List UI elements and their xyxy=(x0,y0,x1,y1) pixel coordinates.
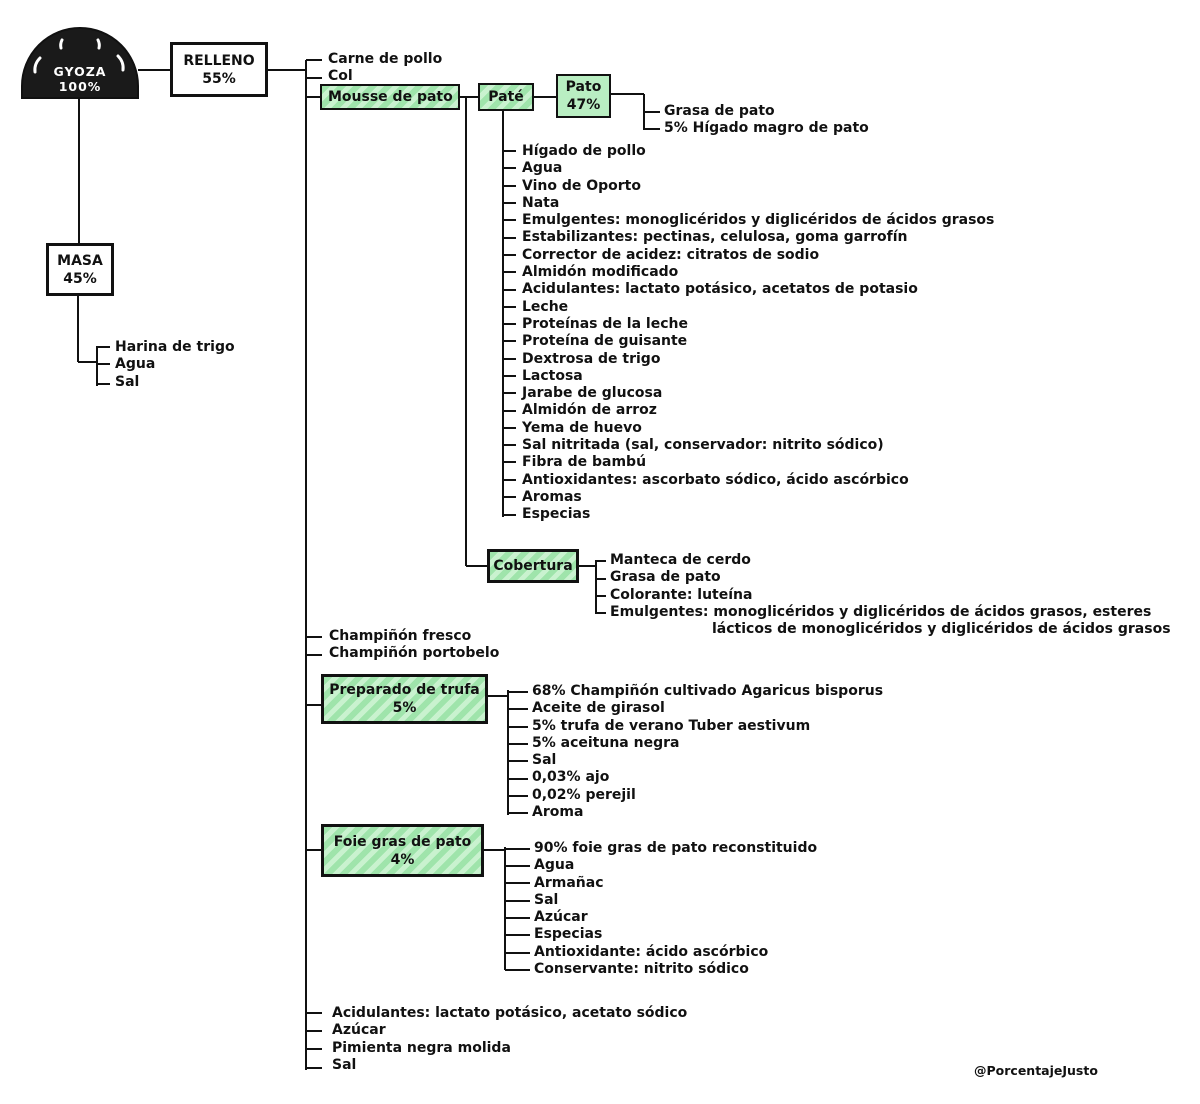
champinon-items: Champiñón fresco Champiñón portobelo xyxy=(329,628,499,663)
list-item: Yema de huevo xyxy=(522,419,642,436)
relleno-name: RELLENO xyxy=(183,52,255,69)
list-item: Sal xyxy=(332,1056,357,1073)
foie-items: 90% foie gras de pato reconstituido Agua… xyxy=(534,840,817,978)
pate-box: Paté xyxy=(478,83,534,111)
list-item: Grasa de pato xyxy=(610,569,721,586)
author-credit: @PorcentajeJusto xyxy=(974,1063,1098,1078)
list-item: Almidón de arroz xyxy=(522,402,657,419)
list-item: Agua xyxy=(522,160,563,177)
list-item: Lactosa xyxy=(522,367,583,384)
root-pct: 100% xyxy=(58,79,102,94)
pato-pct: 47% xyxy=(566,97,601,113)
masa-box: MASA 45% xyxy=(46,243,114,296)
relleno-box: RELLENO 55% xyxy=(170,42,268,97)
list-item: Sal xyxy=(534,891,559,908)
list-item: Aroma xyxy=(532,804,584,821)
pato-items: Grasa de pato 5% Hígado magro de pato xyxy=(664,103,869,138)
list-item: Sal xyxy=(115,373,140,390)
list-item: 90% foie gras de pato reconstituido xyxy=(534,840,818,856)
list-item: Acidulantes: lactato potásico, acetatos … xyxy=(522,281,918,298)
list-item: 5% Hígado magro de pato xyxy=(664,120,869,137)
list-item: Emulgentes: monoglicéridos y diglicérido… xyxy=(522,212,995,229)
list-item: Nata xyxy=(522,194,560,211)
list-item: Especias xyxy=(522,506,591,523)
foie-box: Foie gras de pato 4% xyxy=(321,824,484,877)
list-item: Estabilizantes: pectinas, celulosa, goma… xyxy=(522,229,908,246)
list-item: Acidulantes: lactato potásico, acetato s… xyxy=(332,1005,688,1021)
list-item: lácticos de monoglicéridos y diglicérido… xyxy=(712,621,1171,638)
list-item: Almidón modificado xyxy=(522,264,679,281)
list-item: Col xyxy=(328,68,353,85)
list-item: 0,03% ajo xyxy=(532,769,610,786)
trufa-box: Preparado de trufa 5% xyxy=(321,674,488,724)
root-name: GYOZA xyxy=(53,64,107,79)
list-item: Armañac xyxy=(534,874,604,891)
list-item: Grasa de pato xyxy=(664,103,775,119)
mousse-box: Mousse de pato xyxy=(320,84,460,110)
list-item: Hígado de pollo xyxy=(522,143,646,159)
masa-pct: 45% xyxy=(63,270,97,287)
list-item: Manteca de cerdo xyxy=(610,552,751,568)
relleno-top-items: Carne de pollo Col xyxy=(328,51,442,86)
list-item: Sal xyxy=(532,752,557,769)
list-item: Colorante: luteína xyxy=(610,586,753,603)
list-item: Pimienta negra molida xyxy=(332,1039,511,1056)
cobertura-box: Cobertura xyxy=(487,549,579,583)
relleno-pct: 55% xyxy=(202,70,236,87)
root-node: GYOZA 100% xyxy=(20,64,140,94)
cobertura-name: Cobertura xyxy=(493,558,573,574)
pato-box: Pato 47% xyxy=(556,74,611,118)
foie-name: Foie gras de pato xyxy=(333,833,472,850)
list-item: 5% aceituna negra xyxy=(532,734,680,751)
list-item: Agua xyxy=(115,356,156,373)
pato-name: Pato xyxy=(565,79,602,95)
list-item: Emulgentes: monoglicéridos y diglicérido… xyxy=(610,603,1152,620)
list-item: Proteína de guisante xyxy=(522,333,688,350)
mousse-name: Mousse de pato xyxy=(328,89,453,105)
list-item: Vino de Oporto xyxy=(522,177,641,194)
list-item: Azúcar xyxy=(534,909,588,926)
list-item: 0,02% perejil xyxy=(532,786,636,803)
list-item: Azúcar xyxy=(332,1022,386,1039)
pate-items: Hígado de pollo Agua Vino de Oporto Nata… xyxy=(522,143,994,524)
foie-pct: 4% xyxy=(390,851,415,868)
trufa-items: 68% Champiñón cultivado Agaricus bisporu… xyxy=(532,683,883,821)
relleno-bottom-items: Acidulantes: lactato potásico, acetato s… xyxy=(332,1005,687,1074)
list-item: Jarabe de glucosa xyxy=(522,385,663,402)
masa-name: MASA xyxy=(57,252,103,269)
list-item: Fibra de bambú xyxy=(522,454,647,471)
list-item: Aromas xyxy=(522,488,582,505)
list-item: Carne de pollo xyxy=(328,51,443,67)
list-item: Dextrosa de trigo xyxy=(522,350,661,367)
list-item: Agua xyxy=(534,857,575,874)
list-item: Harina de trigo xyxy=(115,339,235,355)
list-item: Conservante: nitrito sódico xyxy=(534,961,749,978)
list-item: Especias xyxy=(534,926,603,943)
list-item: Champiñón fresco xyxy=(329,628,472,644)
list-item: Corrector de acidez: citratos de sodio xyxy=(522,246,820,263)
list-item: Sal nitritada (sal, conservador: nitrito… xyxy=(522,437,884,454)
list-item: 68% Champiñón cultivado Agaricus bisporu… xyxy=(532,683,884,699)
list-item: Aceite de girasol xyxy=(532,700,665,717)
masa-items: Harina de trigo Agua Sal xyxy=(115,339,235,391)
trufa-name: Preparado de trufa xyxy=(329,682,480,698)
list-item: Antioxidantes: ascorbato sódico, ácido a… xyxy=(522,471,909,488)
pate-name: Paté xyxy=(488,89,524,105)
list-item: 5% trufa de verano Tuber aestivum xyxy=(532,717,811,734)
list-item: Proteínas de la leche xyxy=(522,315,688,332)
list-item: Leche xyxy=(522,298,569,315)
trufa-pct: 5% xyxy=(392,700,417,716)
list-item: Antioxidante: ácido ascórbico xyxy=(534,943,769,960)
list-item: Champiñón portobelo xyxy=(329,645,500,662)
cobertura-items: Manteca de cerdo Grasa de pato Colorante… xyxy=(610,552,1171,638)
